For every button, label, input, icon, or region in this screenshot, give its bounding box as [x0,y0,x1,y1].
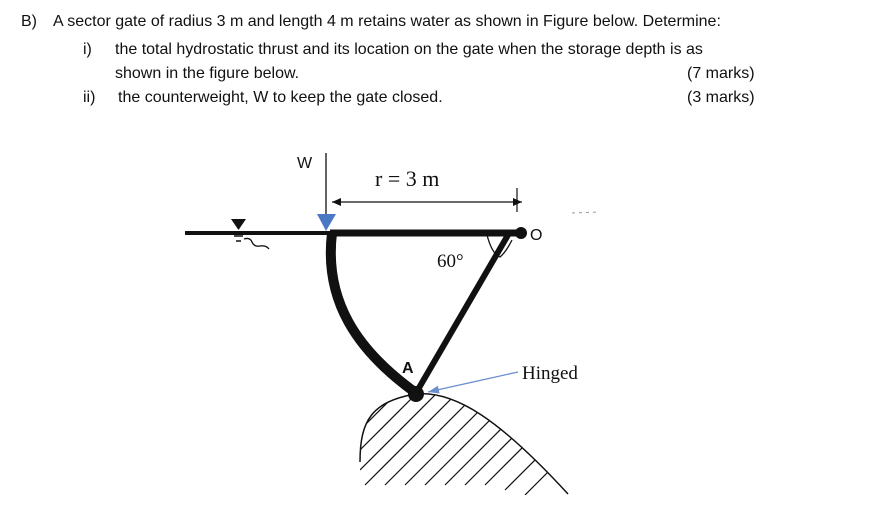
part-ii-text: the counterweight, W to keep the gate cl… [118,89,443,106]
part-i-number: i) [83,41,92,58]
counterweight-arrow-icon [317,214,336,231]
part-ii-number: ii) [83,89,96,106]
question-label: B) [21,13,37,30]
hinge-label: Hinged [522,363,578,384]
part-ii-marks: (3 marks) [687,89,755,106]
part-i-marks: (7 marks) [687,65,755,82]
question-header: B) A sector gate of radius 3 m and length… [21,10,721,34]
gate-radial-arm [413,233,511,395]
question-text: A sector gate of radius 3 m and length 4… [53,13,721,30]
angle-label: 60° [437,251,464,272]
radius-label: r = 3 m [375,166,439,191]
pivot-label: O [530,227,542,244]
water-surface-symbol-icon [231,219,246,230]
part-i-text-line1: the total hydrostatic thrust and its loc… [115,41,703,58]
part-i-text-line2: shown in the figure below. [115,65,300,82]
gate-curved-face [325,232,419,398]
weight-label: W [297,155,313,172]
hinge-point-a [408,386,424,402]
pivot-point-o [515,227,527,239]
point-a-label: A [402,360,414,377]
hinge-pointer-line [427,371,519,394]
water-wave-icon [243,237,270,250]
faint-dash-mark [571,211,599,214]
angle-arc [486,234,513,258]
